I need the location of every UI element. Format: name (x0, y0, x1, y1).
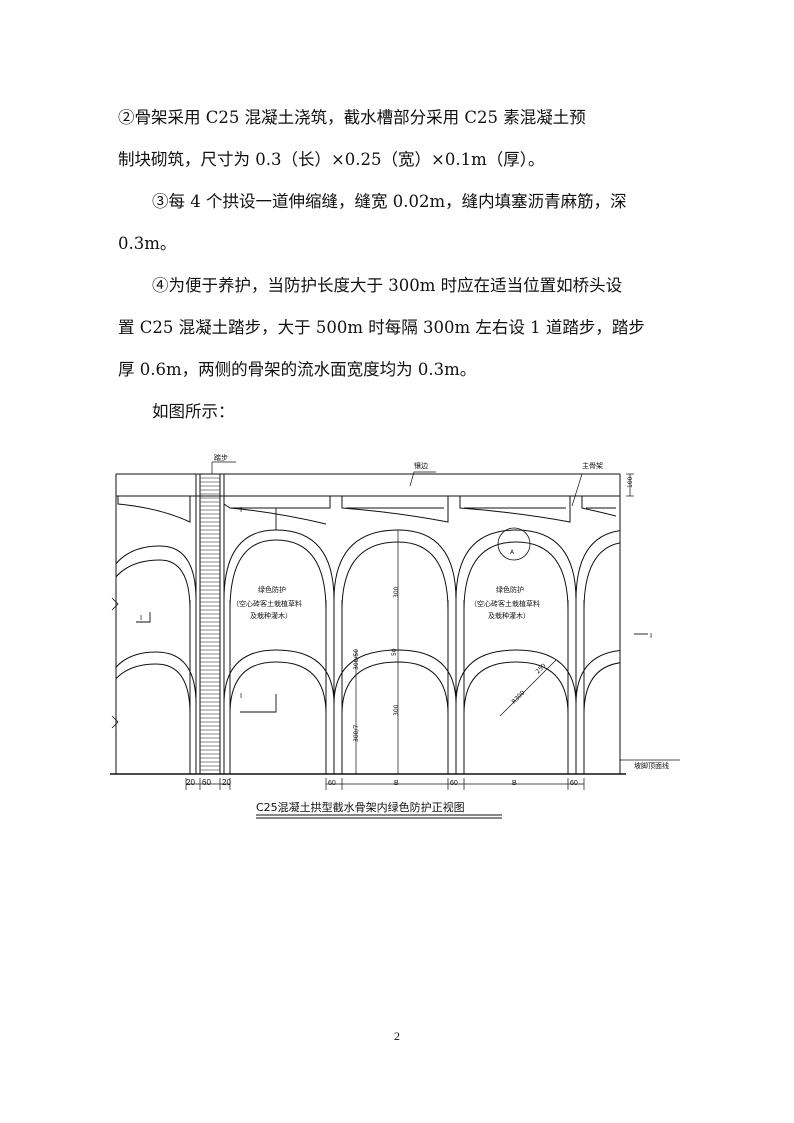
paragraph-5: ④为便于养护，当防护长度大于 300m 时应在适当位置如桥头设 (152, 276, 623, 295)
detail-a: A (510, 549, 515, 556)
green-label-3b: 及栽种灌木） (488, 611, 530, 620)
dim-b1: B (394, 780, 399, 787)
paragraph-7: 厚 0.6m，两侧的骨架的流水面宽度均为 0.3m。 (118, 360, 477, 379)
step-hatching (200, 477, 220, 771)
dim-300-bottom: 300 (393, 704, 400, 716)
paragraph-1: ②骨架采用 C25 混凝土浇筑，截水槽部分采用 C25 素混凝土预 (118, 108, 586, 127)
paragraph-8: 如图所示： (152, 402, 235, 421)
dim-50: 50 (391, 648, 398, 656)
dim-300-7: 300/7 (353, 725, 360, 742)
dim-60d: 60 (570, 780, 578, 787)
green-label-2a: （空心砖客土栽植草料 (232, 599, 302, 608)
label-slope-foot: 坡脚顶面线 (634, 761, 669, 770)
section-mark-3: I (140, 614, 142, 622)
drawing-caption: C25混凝土拱型截水骨架内绿色防护正视图 (256, 800, 465, 814)
dim-20b: 20 (222, 778, 231, 787)
dim-20a: 20 (186, 778, 195, 787)
paragraph-6: 置 C25 混凝土踏步，大于 500m 时每隔 300m 左右设 1 道踏步，踏… (118, 318, 645, 337)
dim-60b: 60 (328, 780, 336, 787)
label-main-frame: 主骨架 (582, 461, 603, 470)
paragraph-3: ③每 4 个拱设一道伸缩缝，缝宽 0.02m，缝内填塞沥青麻筋，深 (152, 192, 627, 211)
section-mark-2: I (240, 692, 242, 700)
paragraph-2: 制块砌筑，尺寸为 0.3（长）×0.25（宽）×0.1m（厚）。 (118, 150, 545, 169)
dim-300-50: 300/50 (353, 649, 360, 670)
green-label-1a: 绿色防护 (258, 585, 286, 594)
section-mark-1: I (240, 506, 242, 514)
label-edge: 镶边 (414, 461, 428, 470)
paragraph-4: 0.3m。 (118, 234, 177, 253)
dim-b2: B (512, 780, 517, 787)
dim-60c: 60 (450, 780, 458, 787)
dim-300-top: 300 (393, 586, 400, 598)
dim-60a: 60 (202, 778, 211, 787)
label-step: 踏步 (214, 453, 228, 462)
green-label-2b: （空心砖客土栽植草料 (470, 599, 540, 608)
section-mark-4: I (650, 632, 652, 640)
green-label-3a: 及栽种灌木） (250, 611, 292, 620)
page-number: 2 (394, 1029, 400, 1043)
dim-top: 100 (627, 476, 634, 488)
green-label-1b: 绿色防护 (496, 585, 524, 594)
